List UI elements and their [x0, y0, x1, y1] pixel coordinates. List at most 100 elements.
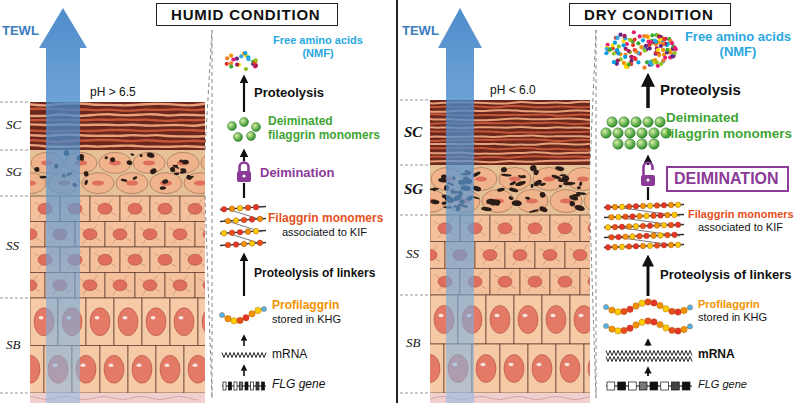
keratohyalin-granule: [430, 199, 439, 205]
profilaggrin-unit: [645, 318, 651, 324]
zoom-line: [205, 196, 212, 398]
filaggrin-monomer: [668, 242, 674, 248]
nucleolus: [109, 363, 114, 367]
cell-nucleus: [118, 308, 138, 336]
filaggrin-monomer: [626, 204, 632, 210]
keratohyalin-granule: [146, 152, 155, 159]
nucleolus: [123, 316, 128, 320]
cell-nucleus: [475, 177, 487, 182]
filaggrin-monomer: [257, 216, 263, 222]
basal-cell: [430, 344, 444, 393]
cell-nucleus: [483, 250, 497, 261]
cell-nucleus: [194, 181, 205, 186]
product-note: associated to KIF: [282, 226, 393, 239]
amino-acid: [622, 43, 626, 47]
pathway-arrow: [243, 340, 245, 346]
layer-boundary: [0, 393, 30, 394]
amino-acid-cloud: [225, 51, 258, 71]
spinous-cell: [520, 268, 550, 295]
amino-acid: [631, 43, 635, 47]
keratohyalin-granule: [109, 157, 116, 163]
cell-nucleus: [113, 229, 127, 240]
filaggrin-monomer: [633, 224, 639, 230]
gene-symbol: [606, 382, 692, 390]
keyhole: [646, 178, 649, 181]
exon: [618, 382, 626, 390]
granular-cell: [167, 152, 199, 173]
amino-acid: [669, 50, 673, 54]
layer-label: SC: [404, 124, 422, 141]
profilaggrin-unit: [225, 316, 231, 322]
keratohyalin-granule: [559, 174, 566, 177]
condition-title: HUMID CONDITION: [171, 6, 323, 23]
basal-cell: [142, 298, 170, 346]
zoom-line: [590, 215, 596, 398]
nucleolus: [193, 363, 198, 367]
product-name: Free amino acids (NMF): [682, 30, 794, 60]
spinous-cell: [430, 242, 445, 269]
filaggrin-monomer: [633, 244, 639, 250]
profilaggrin-unit: [675, 328, 681, 334]
exon: [639, 382, 647, 390]
keratohyalin-granule: [481, 206, 492, 211]
cell-nucleus: [83, 229, 97, 240]
highlight-box: DEIMINATION: [666, 166, 789, 192]
filaggrin-monomer: [668, 222, 674, 228]
cell-nucleus: [577, 177, 589, 182]
basal-cell: [542, 295, 570, 344]
granular-cell: [184, 173, 205, 194]
profilaggrin-unit: [621, 327, 627, 333]
exon: [240, 382, 243, 390]
cell-nucleus: [128, 203, 142, 214]
nucleolus: [165, 363, 170, 367]
filaggrin-monomer: [249, 217, 255, 223]
spinous-cell: [120, 196, 150, 222]
product-name: Profilaggrin: [272, 299, 393, 313]
keratohyalin-granule: [508, 196, 514, 201]
amino-acid: [659, 62, 663, 66]
deiminated-monomer: [240, 118, 249, 127]
keratohyalin-granule: [569, 182, 575, 185]
keratohyalin-granule: [533, 179, 543, 188]
filaggrin-monomer: [221, 206, 227, 212]
product-name: mRNA: [272, 348, 393, 362]
filaggrin-monomer: [647, 243, 653, 249]
deiminated-monomer: [613, 128, 623, 138]
nucleolus: [509, 363, 514, 367]
product-note: stored in KHG: [272, 313, 393, 326]
filaggrin-monomer: [616, 214, 622, 220]
padlock-body: [237, 171, 251, 182]
amino-acid: [231, 57, 235, 61]
pathway-arrow: [647, 373, 649, 376]
step-label: Proteolysis of linkers: [254, 267, 375, 281]
nucleolus: [95, 316, 100, 320]
filaggrin-monomer: [665, 232, 671, 238]
spinous-cell: [490, 215, 520, 242]
filaggrin-monomer: [619, 224, 625, 230]
product-name: Filaggrin monomers: [268, 212, 393, 226]
pathway-step: FLG gene: [600, 376, 796, 396]
filaggrin-monomer: [237, 205, 243, 211]
cell-nucleus: [83, 280, 97, 291]
deiminated-monomer: [228, 122, 237, 131]
layer-label: SG: [6, 165, 22, 180]
filaggrin-monomer: [609, 214, 615, 220]
cell-nucleus: [132, 355, 152, 383]
cell-nucleus: [574, 306, 590, 334]
profilaggrin-unit: [651, 300, 657, 306]
pathway-step: Profilaggrinstored in KHG: [600, 296, 796, 338]
filaggrin-monomer: [257, 240, 263, 246]
tewl-arrow: [39, 8, 87, 403]
deiminated-monomer: [252, 123, 261, 132]
keratohyalin-granule: [539, 205, 549, 213]
keratohyalin-granule: [104, 156, 108, 160]
cell-nucleus: [143, 160, 155, 165]
cell-nucleus: [30, 355, 40, 383]
deiminated-monomer: [637, 139, 647, 149]
amino-acid: [639, 45, 643, 49]
filaggrin-monomer: [605, 205, 611, 211]
keratohyalin-granule: [555, 166, 565, 172]
filaggrin-monomer: [675, 242, 681, 248]
deiminated-monomer: [234, 133, 243, 142]
